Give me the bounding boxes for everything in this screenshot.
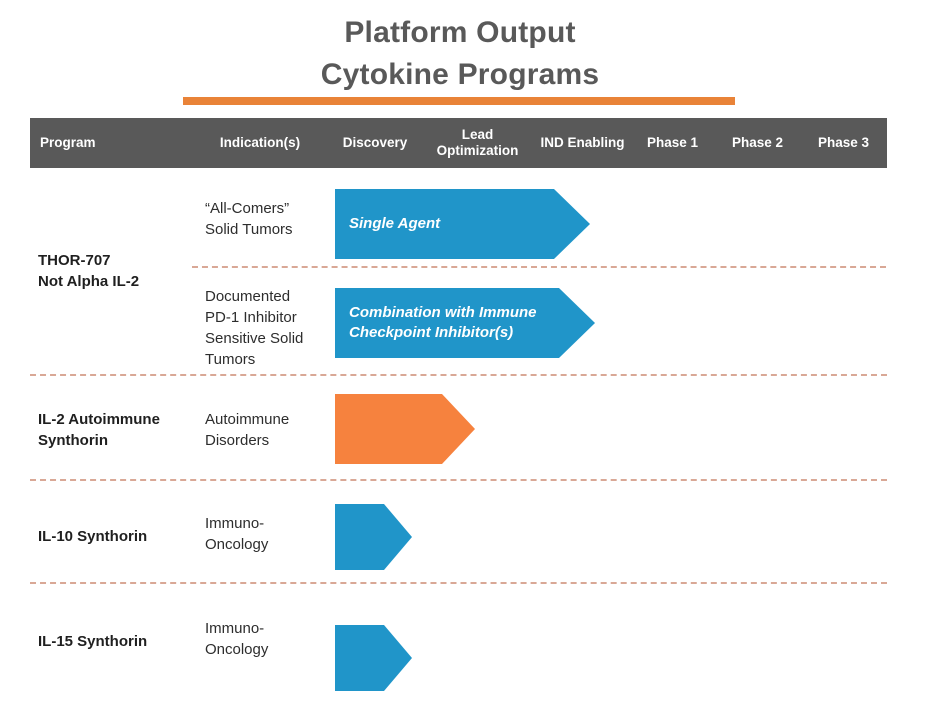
stage-arrow-combination-checkpoint: Combination with Immune Checkpoint Inhib… bbox=[335, 288, 595, 358]
stage-arrow-single-agent: Single Agent bbox=[335, 189, 590, 259]
program-name-il-15-synthorin: IL-15 Synthorin bbox=[38, 633, 148, 650]
column-header-discovery: Discovery bbox=[342, 135, 408, 150]
title-underline-bar bbox=[183, 97, 735, 105]
column-header-lead-optimization: Lead Optimization bbox=[436, 127, 519, 158]
stage-arrow-il-10 bbox=[335, 504, 412, 570]
program-name-il-2-autoimmune-synthorin: IL-2 Autoimmune Synthorin bbox=[38, 411, 160, 449]
column-header-indications: Indication(s) bbox=[219, 135, 301, 150]
page-title-line-1: Platform Output bbox=[344, 16, 576, 49]
program-name-il-10-synthorin: IL-10 Synthorin bbox=[38, 528, 148, 545]
column-header-phase-2: Phase 2 bbox=[731, 135, 784, 150]
column-header-phase-3: Phase 3 bbox=[817, 135, 870, 150]
stage-arrow-label: Single Agent bbox=[349, 215, 441, 232]
row-divider-dashed-line bbox=[30, 582, 887, 584]
page-title-line-2: Cytokine Programs bbox=[320, 58, 600, 91]
indication-all-comers-solid-tumors: “All-Comers” Solid Tumors bbox=[205, 200, 293, 238]
column-header-phase-1: Phase 1 bbox=[646, 135, 699, 150]
row-divider-dashed-line bbox=[30, 479, 887, 481]
row-divider-dashed-line bbox=[30, 374, 887, 376]
indication-pd-1-inhibitor-sensitive: Documented PD-1 Inhibitor Sensitive Soli… bbox=[205, 288, 304, 368]
indication-immuno-oncology-il-10: Immuno- Oncology bbox=[205, 515, 269, 553]
row-subdivider-dashed-line bbox=[192, 266, 886, 268]
program-name-thor-707: THOR-707 Not Alpha IL-2 bbox=[38, 252, 140, 290]
column-header-program: Program bbox=[40, 135, 96, 150]
stage-arrow-label: Combination with Immune Checkpoint Inhib… bbox=[349, 304, 537, 341]
table-header: Program Indication(s) Discovery Lead Opt… bbox=[30, 118, 887, 168]
indication-immuno-oncology-il-15: Immuno- Oncology bbox=[205, 620, 269, 658]
column-header-ind-enabling: IND Enabling bbox=[540, 135, 625, 150]
stage-arrow-autoimmune bbox=[335, 394, 475, 464]
stage-arrow-il-15 bbox=[335, 625, 412, 691]
indication-autoimmune-disorders: Autoimmune Disorders bbox=[205, 411, 290, 449]
